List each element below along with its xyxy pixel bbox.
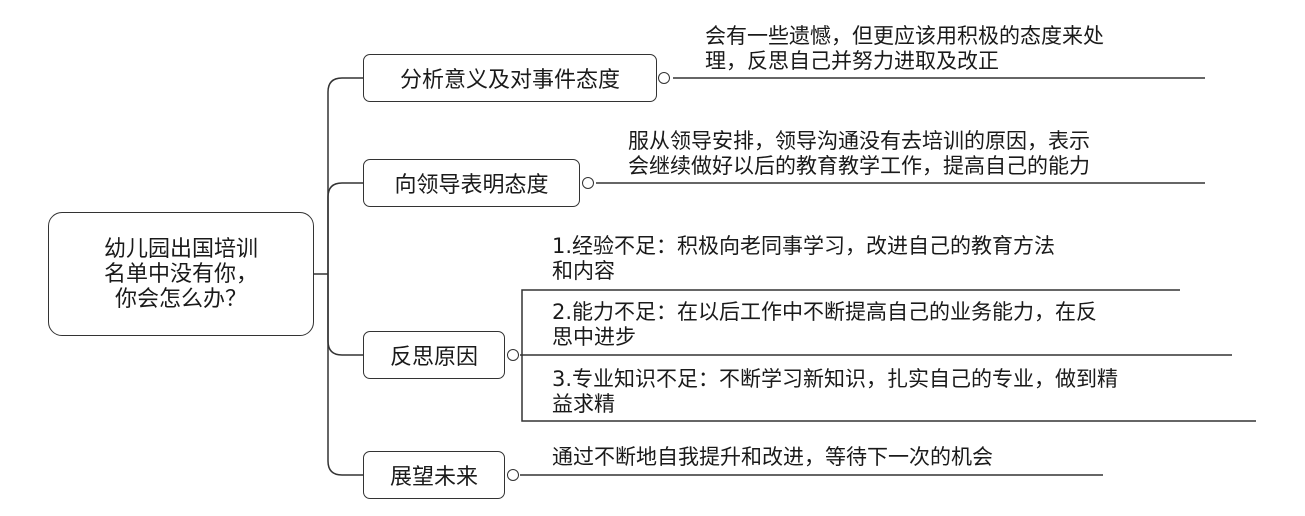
leaf-line: 服从领导安排，领导沟通没有去培训的原因，表示 [628, 129, 1090, 153]
collapse-toggle[interactable] [658, 72, 670, 84]
leaf-line: 益求精 [552, 392, 615, 416]
branch-reflect[interactable]: 反思原因 [363, 331, 505, 379]
branch-label: 展望未来 [389, 465, 478, 490]
branch-label: 反思原因 [389, 345, 478, 370]
branch-connector-4 [327, 274, 363, 476]
root-line-1: 幼儿园出国培训 [103, 236, 258, 262]
root-line-3: 你会怎么办？ [114, 286, 247, 312]
branch-leader[interactable]: 向领导表明态度 [363, 159, 580, 207]
collapse-toggle[interactable] [582, 177, 594, 189]
leaf-line: 会有一些遗憾，但更应该用积极的态度来处 [705, 24, 1104, 48]
leaf-line: 思中进步 [552, 325, 636, 349]
branch-label: 向领导表明态度 [394, 173, 549, 198]
leaf-line: 2.能力不足：在以后工作中不断提高自己的业务能力，在反 [552, 300, 1098, 324]
leaf-line: 1.经验不足：积极向老同事学习，改进自己的教育方法 [552, 234, 1056, 258]
collapse-toggle[interactable] [507, 349, 519, 361]
branch-connector-3 [327, 274, 363, 356]
leaf-analysis[interactable]: 会有一些遗憾，但更应该用积极的态度来处 理，反思自己并努力进取及改正 [705, 24, 1104, 74]
leaf-line: 通过不断地自我提升和改进，等待下一次的机会 [552, 445, 993, 469]
leaf-line: 理，反思自己并努力进取及改正 [705, 49, 999, 73]
leaf-reflect-ability[interactable]: 2.能力不足：在以后工作中不断提高自己的业务能力，在反 思中进步 [552, 300, 1097, 350]
leaf-line: 和内容 [552, 259, 615, 283]
collapse-toggle[interactable] [507, 469, 519, 481]
leaf-reflect-experience[interactable]: 1.经验不足：积极向老同事学习，改进自己的教育方法 和内容 [552, 234, 1055, 284]
leaf-line-3-bracket [520, 289, 1180, 356]
branch-analysis[interactable]: 分析意义及对事件态度 [363, 54, 657, 102]
leaf-outlook[interactable]: 通过不断地自我提升和改进，等待下一次的机会 [552, 445, 993, 470]
branch-outlook[interactable]: 展望未来 [363, 451, 505, 499]
root-line-2: 名单中没有你， [103, 261, 258, 287]
leaf-line: 3.专业知识不足：不断学习新知识，扎实自己的专业，做到精 [552, 367, 1119, 391]
root-node[interactable]: 幼儿园出国培训 名单中没有你， 你会怎么办？ [48, 212, 314, 336]
branch-label: 分析意义及对事件态度 [399, 68, 620, 93]
leaf-line: 会继续做好以后的教育教学工作，提高自己的能力 [628, 154, 1090, 178]
branch-connector-1 [327, 77, 363, 274]
branch-connector-2 [327, 182, 363, 274]
leaf-line-3-low [521, 355, 1256, 422]
leaf-leader[interactable]: 服从领导安排，领导沟通没有去培训的原因，表示 会继续做好以后的教育教学工作，提高… [628, 129, 1090, 179]
leaf-reflect-knowledge[interactable]: 3.专业知识不足：不断学习新知识，扎实自己的专业，做到精 益求精 [552, 367, 1118, 417]
